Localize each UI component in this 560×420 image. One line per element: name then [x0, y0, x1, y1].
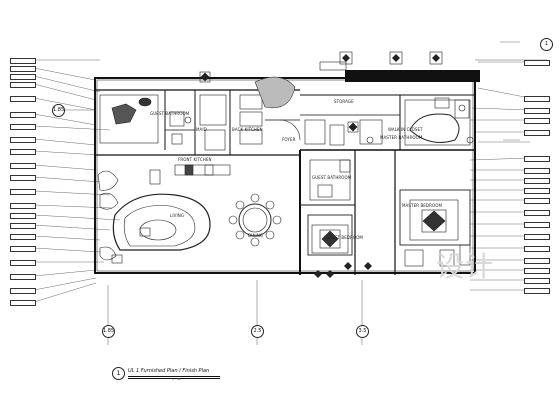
left-tag: [10, 58, 36, 64]
right-tag: [524, 168, 550, 174]
left-tag: [10, 124, 36, 130]
room-label-guest-bedroom: GUEST BEDROOM: [326, 235, 363, 240]
exterior-walls: [94, 77, 476, 275]
right-tag: [524, 130, 550, 136]
elevation-markers: [314, 262, 372, 278]
left-tag: [10, 163, 36, 169]
right-tag: [524, 108, 550, 114]
left-tag: [10, 300, 36, 306]
room-label-storage: STORAGE: [334, 99, 354, 104]
room-label-guest-bathroom: GUEST BATHROOM: [150, 111, 190, 116]
right-tag: [524, 288, 550, 294]
drawing-number-bubble: 1: [112, 367, 125, 380]
right-tag: [524, 118, 550, 124]
room-label-guest-bathroom-2: GUEST BATHROOM: [312, 175, 352, 180]
right-tag: [524, 246, 550, 252]
room-label-maid: MAID: [196, 127, 207, 132]
room-label-walk-in-closet: WALK-IN CLOSET: [388, 127, 423, 132]
right-tag: [524, 198, 550, 204]
living-room-furniture: [97, 170, 211, 264]
grid-bubble-bottom-1: 1.85: [102, 325, 115, 338]
left-tag: [10, 175, 36, 181]
guest-bedroom-furniture: [307, 159, 353, 256]
right-tag: [524, 222, 550, 228]
room-label-master-bathroom: MASTER BATHROOM: [380, 135, 423, 140]
grid-bubble-bottom-3: 3.5: [356, 325, 369, 338]
left-tag: [10, 137, 36, 143]
right-tag: [524, 234, 550, 240]
right-tag: [524, 210, 550, 216]
storage-band: [319, 51, 480, 82]
right-tag: [524, 96, 550, 102]
left-tag: [10, 74, 36, 80]
grid-bubble-top-right: 1: [540, 38, 553, 51]
drawing-title: UL 1 Furnished Plan / Finish Plan: [128, 368, 210, 374]
foyer-fixtures: [279, 119, 383, 146]
title-underline: [128, 376, 220, 377]
right-tag: [524, 278, 550, 284]
left-tag: [10, 223, 36, 229]
left-tag: [10, 234, 36, 240]
left-tag: [10, 274, 36, 280]
left-tag: [10, 149, 36, 155]
right-tag: [524, 178, 550, 184]
kitchen-fixtures: [149, 164, 231, 185]
left-tag: [10, 66, 36, 72]
maid-area-fixtures: [99, 71, 296, 151]
master-bathroom-fixtures: [404, 97, 474, 146]
grid-bubble-bottom-2: 2.5: [251, 325, 264, 338]
grid-lines: [60, 59, 547, 345]
left-tag: [10, 288, 36, 294]
right-tag: [524, 60, 550, 66]
left-tag: [10, 189, 36, 195]
watermark: 设计: [436, 250, 495, 283]
title-underline-thin: [128, 378, 220, 379]
master-bedroom-furniture: [399, 189, 471, 267]
right-tag: [524, 268, 550, 274]
room-label-front-kitchen: FRONT KITCHEN: [178, 157, 212, 162]
room-label-back-kitchen: BACK KITCHEN: [232, 127, 263, 132]
left-tag: [10, 203, 36, 209]
left-leader-lines: [33, 59, 121, 303]
room-label-living: LIVING: [170, 213, 185, 218]
right-tag: [524, 188, 550, 194]
grid-bubble-left: 1.85: [52, 104, 65, 117]
left-tag: [10, 213, 36, 219]
left-tag: [10, 96, 36, 102]
room-label-dining: DINING: [248, 233, 264, 238]
left-tag: [10, 112, 36, 118]
drawing-scale: 1 : 45: [172, 377, 181, 381]
right-tag: [524, 258, 550, 264]
right-leader-lines: [469, 41, 531, 291]
dining-table: [228, 193, 282, 247]
room-label-foyer: FOYER: [282, 137, 296, 142]
left-tag: [10, 260, 36, 266]
left-tag: [10, 246, 36, 252]
right-tag: [524, 156, 550, 162]
left-tag: [10, 82, 36, 88]
room-label-master-bedroom: MASTER BEDROOM: [402, 203, 443, 208]
